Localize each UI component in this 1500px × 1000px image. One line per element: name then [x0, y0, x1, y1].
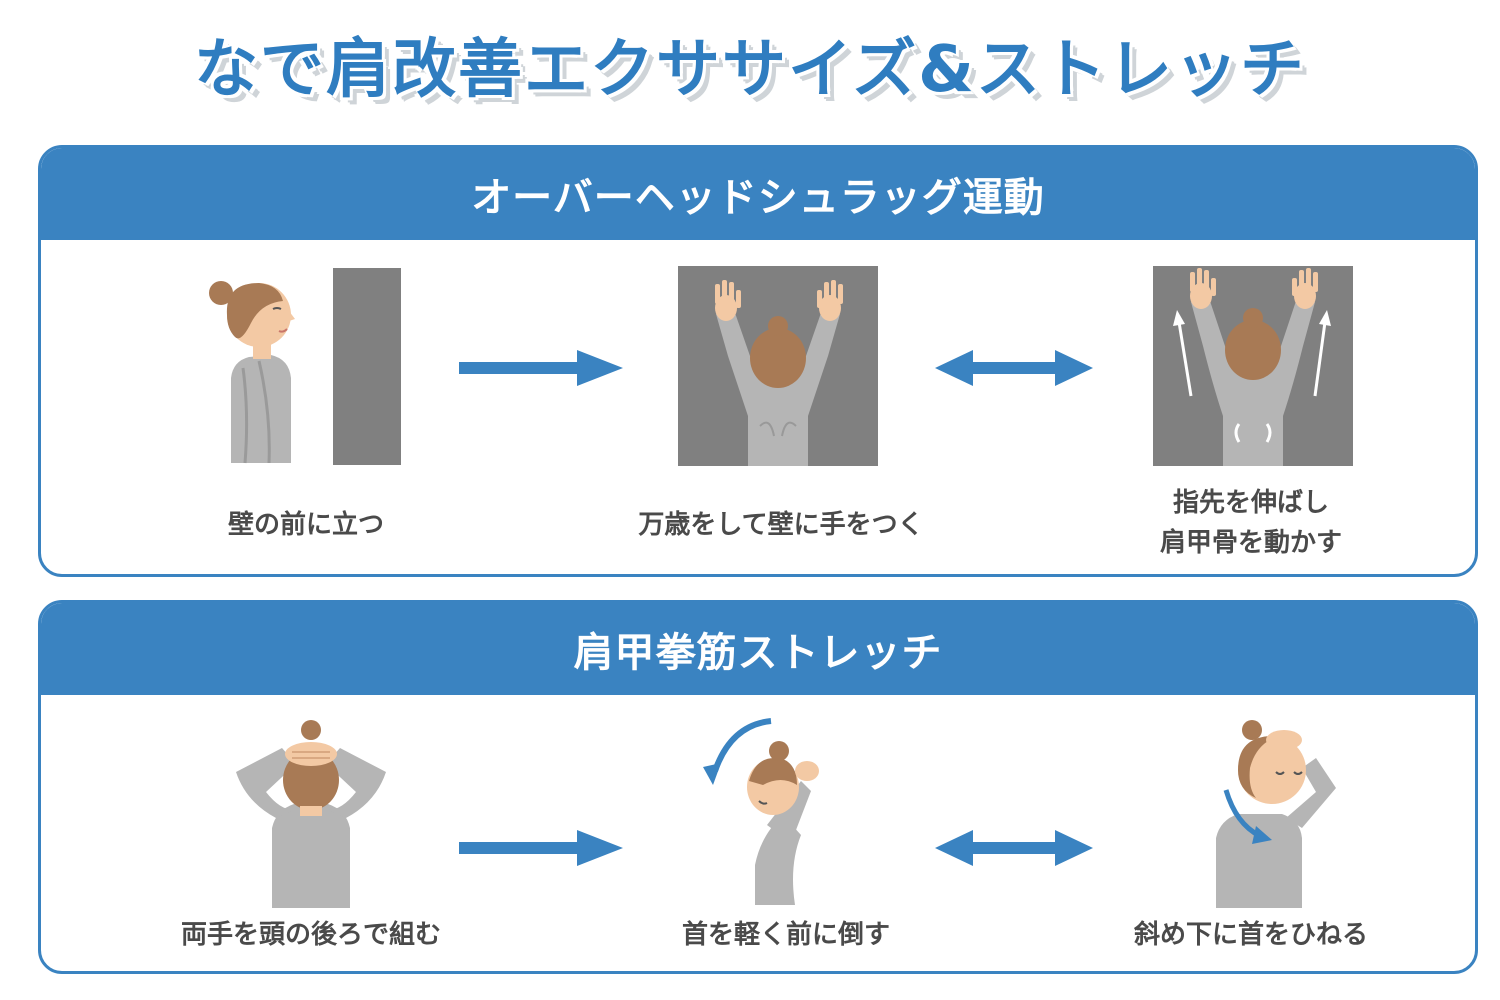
step-label: 首を軽く前に倒す [681, 920, 890, 950]
double-arrow-icon [933, 348, 1095, 388]
step-label: 指先を伸ばし 肩甲骨を動かす [1081, 483, 1421, 563]
step-label: 万歳をして壁に手をつく [638, 510, 924, 540]
page-title: なで肩改善エクササイズ&ストレッチ [194, 33, 1306, 107]
right-arrow-icon [457, 348, 625, 388]
step-label-line2: 肩甲骨を動かす [1159, 528, 1342, 558]
right-arrow-icon [457, 828, 625, 868]
section-heading: オーバーヘッドシュラッグ運動 [41, 148, 1475, 240]
step-label-line1: 指先を伸ばし [1172, 488, 1329, 518]
figure-stretch-fingers [1153, 266, 1353, 466]
figure-hands-behind-head [236, 718, 386, 908]
figure-stand-before-wall [201, 263, 441, 468]
section-levator-stretch: 肩甲拳筋ストレッチ 両手を頭の後ろで組む [38, 600, 1478, 974]
section-heading: 肩甲拳筋ストレッチ [41, 603, 1475, 695]
step-label: 斜め下に首をひねる [1133, 920, 1368, 950]
figure-tilt-neck-forward [671, 715, 821, 905]
double-arrow-icon [933, 828, 1095, 868]
step-label: 両手を頭の後ろで組む [180, 920, 441, 950]
figure-hands-on-wall [678, 266, 878, 466]
step-label: 壁の前に立つ [227, 510, 384, 540]
section-overhead-shrug: オーバーヘッドシュラッグ運動 壁の前に立つ [38, 145, 1478, 577]
figure-twist-neck-diagonal [1186, 718, 1346, 908]
